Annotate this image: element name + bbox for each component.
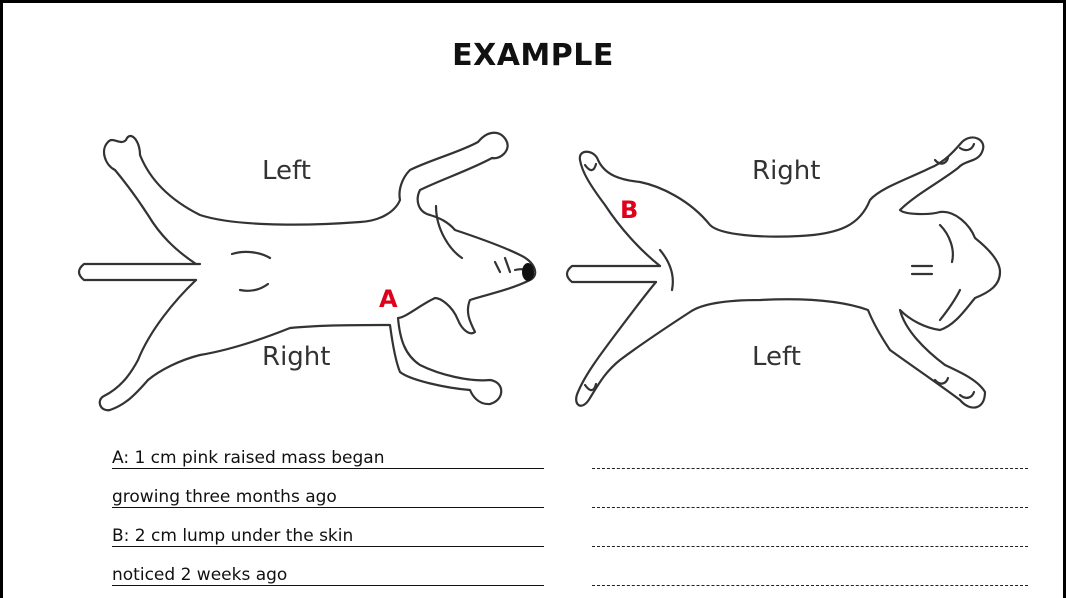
right-view-bottom-label: Left xyxy=(752,342,801,372)
marker-b: B xyxy=(620,196,638,224)
right-view-top-label: Right xyxy=(752,156,820,186)
note-line-2: growing three months ago xyxy=(112,487,544,508)
blank-line-2 xyxy=(592,487,1028,508)
note-line-4: noticed 2 weeks ago xyxy=(112,565,544,586)
left-view-bottom-label: Right xyxy=(262,342,330,372)
marker-a: A xyxy=(379,285,398,313)
blank-line-1 xyxy=(592,448,1028,469)
note-line-1: A: 1 cm pink raised mass began xyxy=(112,448,544,469)
left-view-top-label: Left xyxy=(262,156,311,186)
note-line-3: B: 2 cm lump under the skin xyxy=(112,526,544,547)
blank-line-4 xyxy=(592,565,1028,586)
blank-line-3 xyxy=(592,526,1028,547)
